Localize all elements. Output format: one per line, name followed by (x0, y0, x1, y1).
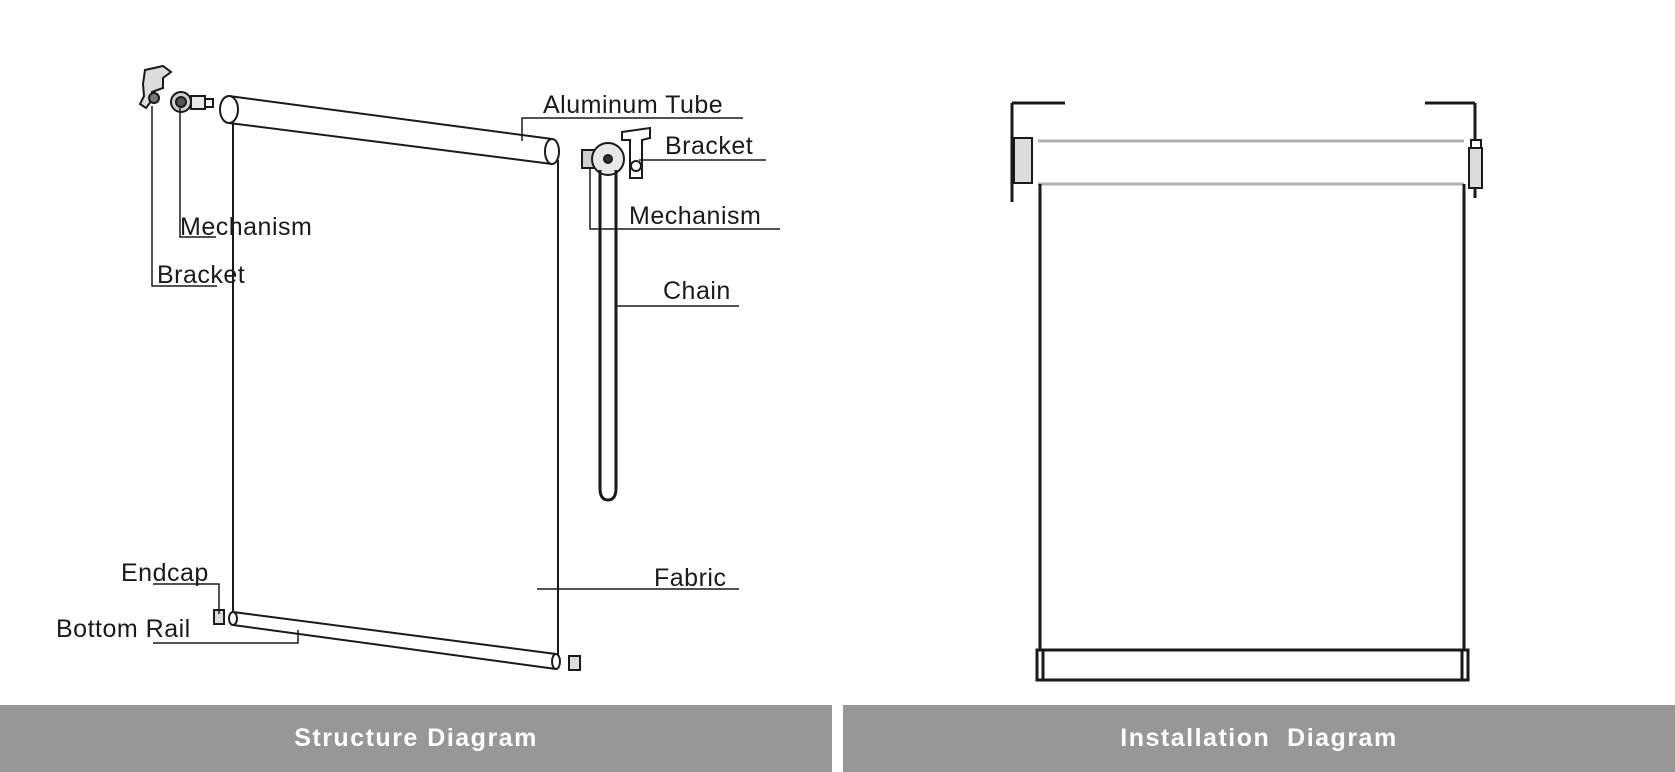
install-fabric (1038, 184, 1466, 650)
label-bracket-right: Bracket (665, 132, 753, 160)
diagram-canvas: Aluminum Tube Bracket Mechanism Chain Fa… (56, 64, 1483, 682)
footer-structure-title: Structure Diagram (294, 724, 538, 752)
label-chain: Chain (663, 277, 731, 305)
left-mechanism-part (170, 91, 214, 113)
chain-part (598, 170, 618, 502)
label-fabric: Fabric (654, 564, 726, 592)
right-endcap-part (568, 655, 581, 671)
right-bracket-part (621, 126, 651, 179)
left-bracket-part (138, 64, 173, 110)
leader-mechanism-left (179, 108, 216, 238)
install-bottom-rail (1035, 648, 1470, 682)
label-bottom-rail: Bottom Rail (56, 615, 191, 643)
installation-diagram (1010, 101, 1483, 682)
leader-bracket-left (151, 106, 217, 287)
label-bracket-left: Bracket (157, 261, 245, 289)
right-mechanism-part (581, 142, 625, 176)
fabric-part (232, 123, 559, 664)
aluminum-tube-part (219, 95, 560, 165)
footer-installation-title: Installation Diagram (1120, 724, 1398, 752)
label-mechanism-left: Mechanism (180, 213, 312, 241)
leader-aluminum-tube (521, 117, 743, 141)
leader-bottom-rail (153, 630, 299, 644)
install-left-bracket (1010, 101, 1065, 202)
footer-installation-diagram: Installation Diagram (843, 705, 1675, 772)
bottom-rail-part (228, 611, 561, 670)
label-endcap: Endcap (121, 559, 209, 587)
leader-mechanism-right (589, 168, 780, 230)
footer-structure-diagram: Structure Diagram (0, 705, 832, 772)
structure-diagram (138, 64, 780, 671)
install-tube (1038, 139, 1464, 186)
install-right-bracket (1425, 101, 1483, 198)
label-aluminum-tube: Aluminum Tube (543, 91, 723, 119)
leader-endcap (153, 583, 220, 614)
label-mechanism-right: Mechanism (629, 202, 761, 230)
